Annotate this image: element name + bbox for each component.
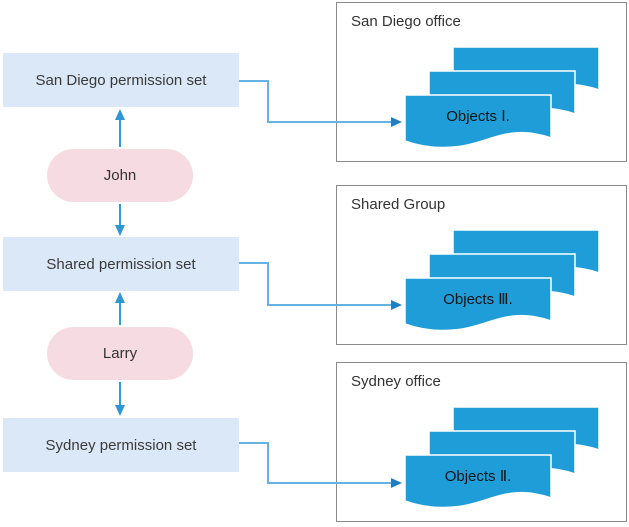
group-title: Shared Group xyxy=(351,196,446,213)
document-shape-front xyxy=(404,94,552,149)
document-label: Objects Ⅱ. xyxy=(444,468,512,485)
document-shape-front xyxy=(404,277,552,332)
node-user-john: John xyxy=(47,149,193,202)
document-label: Objects Ⅲ. xyxy=(443,291,513,308)
user-label: John xyxy=(103,167,137,184)
group-san-diego-office: San Diego office Objects Ⅰ. xyxy=(336,2,627,162)
node-san-diego-permission-set: San Diego permission set xyxy=(3,53,239,107)
group-sydney-office: Sydney office Objects Ⅱ. xyxy=(336,362,627,522)
node-label: Sydney permission set xyxy=(45,436,197,454)
node-label: Shared permission set xyxy=(46,255,196,273)
group-shared-group: Shared Group Objects Ⅲ. xyxy=(336,185,627,345)
node-user-larry: Larry xyxy=(47,327,193,380)
user-label: Larry xyxy=(102,345,138,362)
node-sydney-permission-set: Sydney permission set xyxy=(3,418,239,472)
group-title: Sydney office xyxy=(351,373,441,390)
document-shape-front xyxy=(404,454,552,509)
group-title: San Diego office xyxy=(351,13,461,30)
node-label: San Diego permission set xyxy=(35,71,207,89)
document-label: Objects Ⅰ. xyxy=(446,108,510,125)
node-shared-permission-set: Shared permission set xyxy=(3,237,239,291)
